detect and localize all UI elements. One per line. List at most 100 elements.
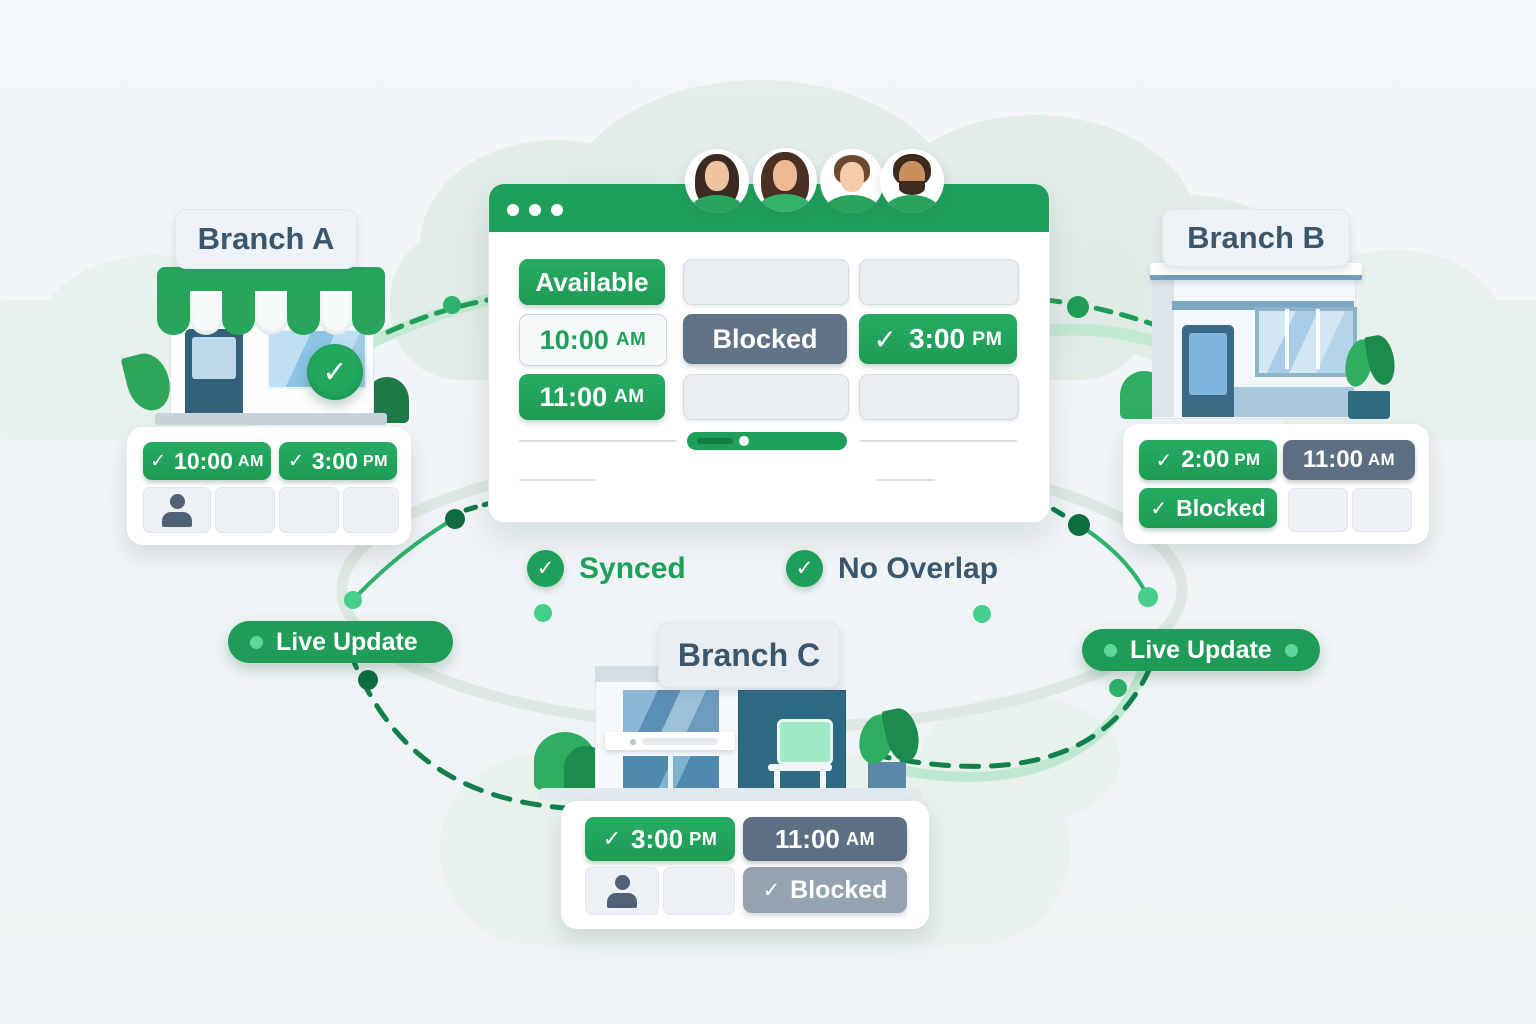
slot-blocked[interactable]: Blocked xyxy=(683,314,847,364)
slot-meridiem: AM xyxy=(237,451,264,470)
skeleton-line xyxy=(519,479,595,481)
slot-meridiem: PM xyxy=(362,451,389,470)
live-update-pill-right[interactable]: Live Update xyxy=(1082,629,1320,671)
slot-label: Available xyxy=(535,266,649,297)
slot-time: 3:00 xyxy=(909,323,966,354)
avatar-face xyxy=(705,161,729,191)
divider-line xyxy=(519,440,677,442)
staff-slot[interactable] xyxy=(143,487,211,533)
check-icon: ✓ xyxy=(536,557,555,580)
live-update-label: Live Update xyxy=(1130,635,1272,664)
avatar-beard xyxy=(899,181,925,195)
user-avatar[interactable] xyxy=(685,149,749,213)
staff-slot[interactable] xyxy=(585,867,659,915)
building-stripe xyxy=(1172,301,1354,310)
left-building-window xyxy=(623,690,719,732)
sync-progress-bar[interactable] xyxy=(687,432,847,450)
plant-leaf xyxy=(1363,333,1399,387)
window-mullion xyxy=(1285,309,1289,369)
slot-10am[interactable]: 10:00 AM xyxy=(519,314,667,366)
branch-c-title: Branch C xyxy=(677,636,821,673)
slot-time: 10:00 xyxy=(539,324,609,355)
branch-a-illustration: ✓ Branch A xyxy=(120,205,417,435)
empty-slot[interactable] xyxy=(663,867,735,915)
window-control-dot[interactable] xyxy=(529,204,541,216)
window-control-dot[interactable] xyxy=(507,204,519,216)
user-avatar[interactable] xyxy=(820,149,884,213)
avatar-shirt xyxy=(690,195,744,213)
branch-c-slot-blocked[interactable]: ✓ Blocked xyxy=(743,867,907,913)
slot-label: Blocked xyxy=(712,323,818,354)
branch-a-sign: Branch A xyxy=(175,209,357,269)
check-circle-icon: ✓ xyxy=(527,550,564,587)
synced-check-badge: ✓ xyxy=(307,344,363,400)
awning-stripes xyxy=(157,291,386,335)
slot-meridiem: AM xyxy=(615,329,647,350)
awning-top xyxy=(157,267,385,293)
storefront-door xyxy=(185,329,243,423)
slot-meridiem: PM xyxy=(689,828,718,849)
branch-c-illustration: Branch C xyxy=(530,618,930,808)
building-side-strip xyxy=(1152,279,1174,417)
empty-slot[interactable] xyxy=(215,487,275,533)
empty-slot[interactable] xyxy=(683,259,849,305)
empty-slot[interactable] xyxy=(683,374,849,420)
synced-label: Synced xyxy=(579,551,686,585)
no-overlap-status: ✓ No Overlap xyxy=(786,550,998,587)
check-icon: ✓ xyxy=(873,323,898,355)
building-ledge xyxy=(1150,263,1362,280)
door-window xyxy=(192,337,236,379)
branch-b-slot-blocked[interactable]: ✓ Blocked xyxy=(1139,488,1277,528)
branch-b-title: Branch B xyxy=(1187,220,1325,255)
slot-meridiem: PM xyxy=(1234,450,1261,469)
avatar-shirt xyxy=(885,195,939,213)
check-icon: ✓ xyxy=(1150,497,1168,520)
live-update-label: Live Update xyxy=(276,627,418,656)
slot-available[interactable]: Available xyxy=(519,259,665,305)
empty-slot[interactable] xyxy=(1352,488,1412,532)
progress-knob[interactable] xyxy=(739,436,749,446)
user-avatar[interactable] xyxy=(880,149,944,213)
slot-time: 11:00 xyxy=(539,381,608,412)
check-icon: ✓ xyxy=(322,355,348,389)
building-skirt xyxy=(1228,387,1354,417)
signband-bar xyxy=(642,738,718,745)
slot-time: 11:00 xyxy=(774,823,840,854)
empty-slot[interactable] xyxy=(1288,488,1348,532)
slot-meridiem: AM xyxy=(845,828,876,849)
empty-slot[interactable] xyxy=(343,487,399,533)
person-icon xyxy=(607,874,637,908)
user-avatar[interactable] xyxy=(753,148,817,212)
empty-slot[interactable] xyxy=(859,259,1019,305)
door-window xyxy=(1189,333,1227,395)
building-door xyxy=(1182,325,1234,417)
branch-b-illustration: Branch B xyxy=(1120,205,1420,435)
signband-dot xyxy=(630,739,636,745)
live-update-pill-left[interactable]: Live Update xyxy=(228,621,453,663)
empty-slot[interactable] xyxy=(279,487,339,533)
skeleton-line xyxy=(877,479,935,481)
avatar-shirt xyxy=(825,195,879,213)
empty-slot[interactable] xyxy=(859,374,1019,420)
office-desk xyxy=(768,764,832,771)
window-control-dot[interactable] xyxy=(551,204,563,216)
avatar-face xyxy=(840,162,864,192)
avatar-face xyxy=(773,160,797,191)
live-dot-icon xyxy=(1284,643,1298,657)
storefront-base xyxy=(155,413,387,425)
slot-time: 2:00 xyxy=(1181,446,1230,473)
check-icon: ✓ xyxy=(762,878,781,902)
live-dot-icon xyxy=(1104,643,1117,657)
